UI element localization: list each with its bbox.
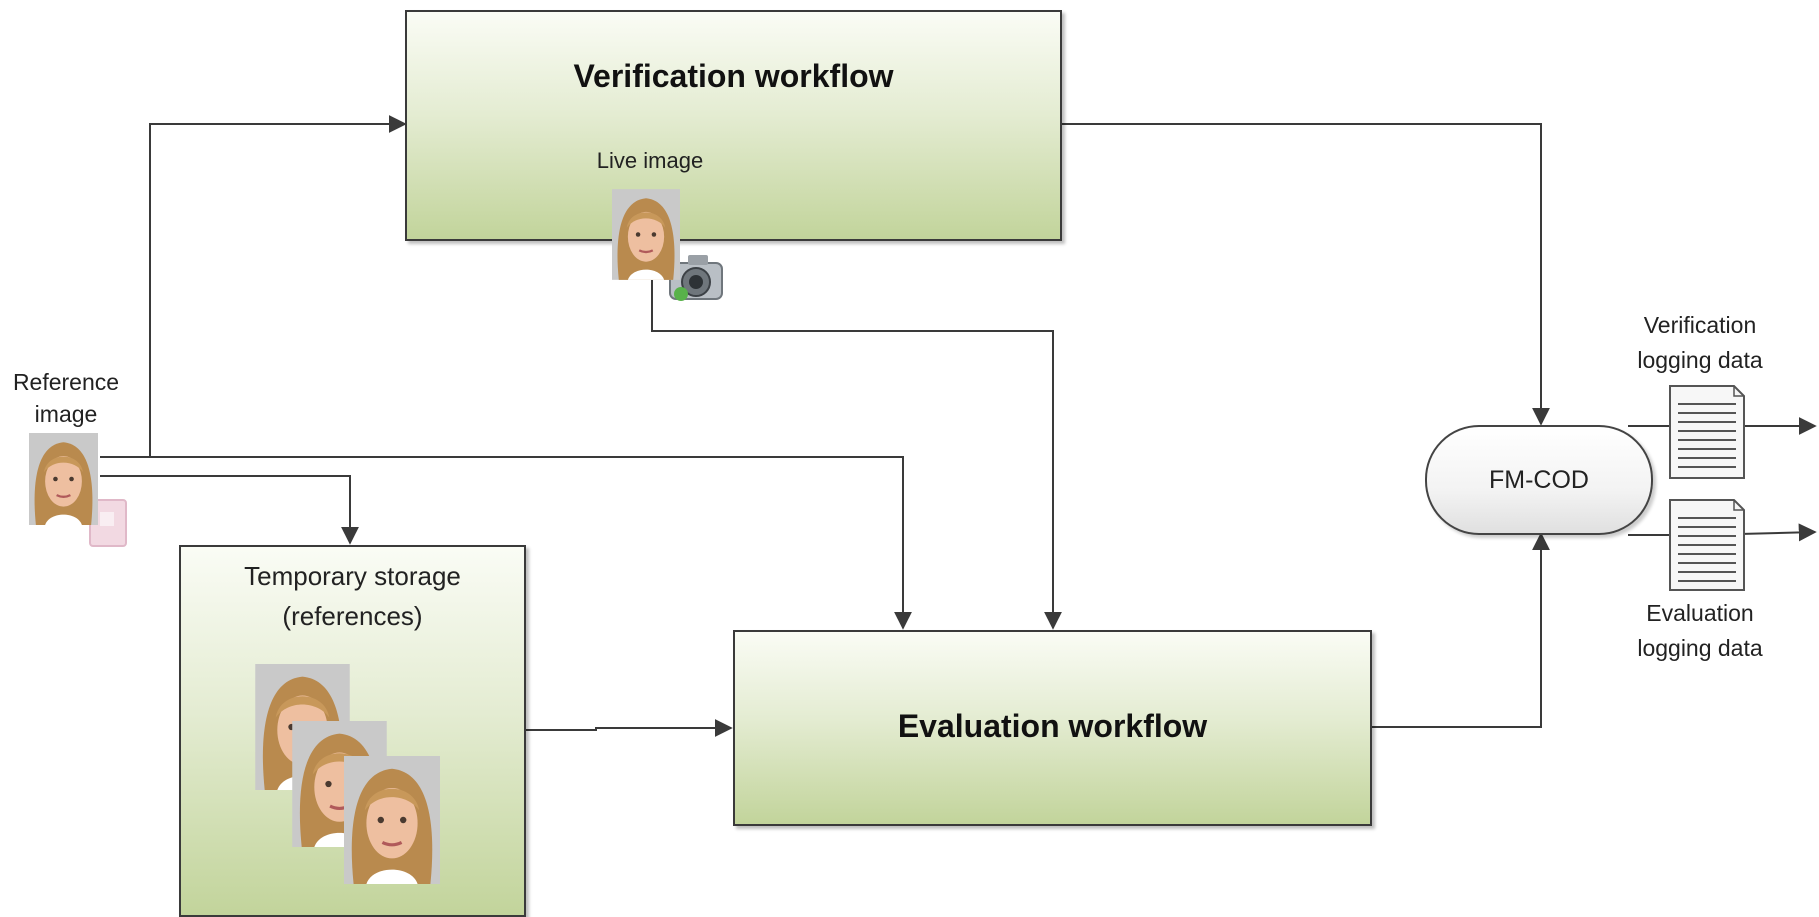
arrow-reference-to-evaluation	[100, 456, 912, 630]
evaluation-log-document-icon	[1669, 499, 1745, 591]
evaluation-workflow-box: Evaluation workflow	[733, 630, 1372, 826]
verification-logging-label-line1: Verification	[1643, 312, 1757, 338]
live-image-face	[612, 188, 680, 281]
camera-icon	[669, 255, 723, 301]
verification-workflow-box: Verification workflow	[405, 10, 1062, 241]
temporary-storage-title-line1: Temporary storage	[244, 561, 461, 591]
arrow-verification-to-fmcod	[1062, 123, 1550, 426]
live-image-label: Live image	[596, 148, 704, 173]
evaluation-logging-label-line1: Evaluation	[1646, 600, 1754, 626]
passport-icon	[89, 499, 127, 547]
evaluation-workflow-title: Evaluation workflow	[897, 708, 1208, 744]
arrow-storage-to-evaluation	[526, 719, 733, 737]
arrow-evaluation-to-fmcod	[1372, 532, 1550, 728]
connectors	[100, 115, 1817, 737]
arrow-live-to-evaluation	[651, 280, 1062, 630]
stored-reference-face-3	[340, 756, 444, 884]
verification-log-document-icon	[1669, 385, 1745, 479]
reference-image-label-line1: Reference	[12, 369, 120, 395]
temporary-storage-title-line2: (references)	[282, 601, 423, 631]
verification-logging-label-line2: logging data	[1637, 347, 1763, 373]
fm-cod-node: FM-COD	[1425, 425, 1653, 535]
arrow-reference-to-verification	[149, 115, 407, 458]
arrow-reference-to-storage	[100, 475, 359, 545]
verification-workflow-title: Verification workflow	[573, 58, 894, 94]
reference-image-label-line2: image	[34, 401, 98, 427]
evaluation-logging-label-line2: logging data	[1637, 635, 1763, 661]
reference-image-face	[29, 432, 98, 526]
